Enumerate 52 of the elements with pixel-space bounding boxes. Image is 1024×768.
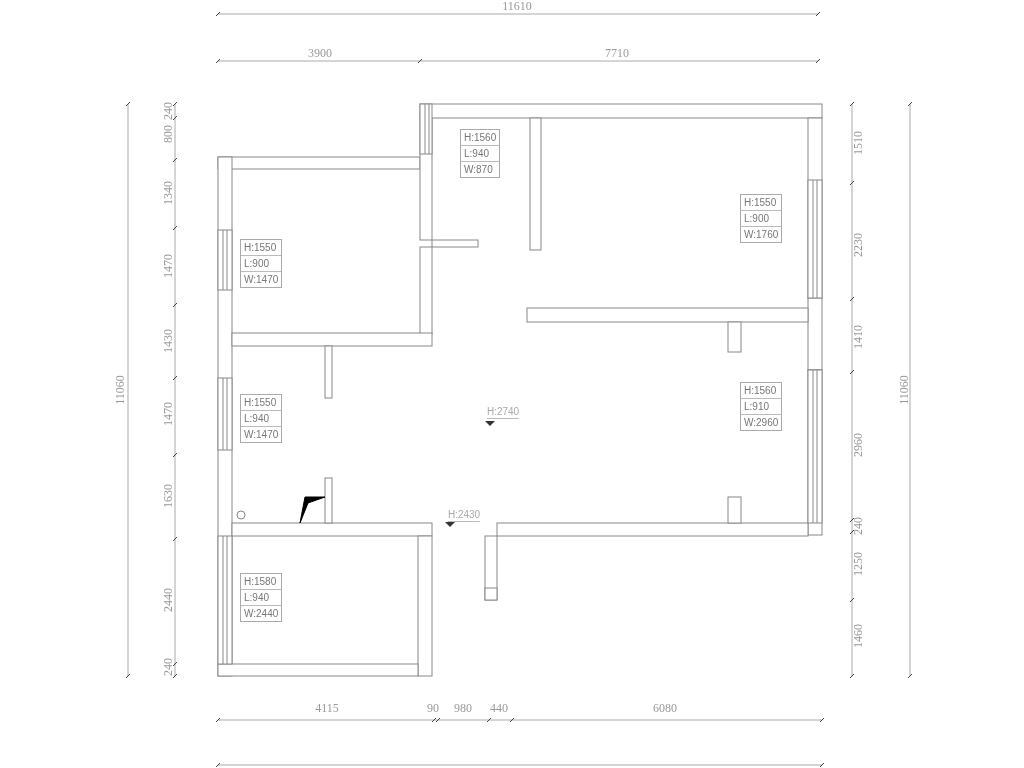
dimension-text: 7710 <box>605 46 629 60</box>
spec-row: H:1580 <box>241 574 282 590</box>
dimension-text: 2960 <box>851 433 865 457</box>
dimension-text: 11610 <box>502 0 532 13</box>
dimension-text: 2230 <box>851 233 865 257</box>
window-spec-table <box>740 194 783 243</box>
spec-row: L:900 <box>741 211 782 227</box>
spec-row-text: W:870 <box>463 163 494 177</box>
dimension-text: 4115 <box>315 701 339 715</box>
spec-row-text: W:2440 <box>243 607 280 621</box>
dimension-text: 3900 <box>308 46 332 60</box>
dimension-text: 11060 <box>897 375 911 405</box>
dimension-text: 440 <box>490 701 508 715</box>
dimension-text: 1460 <box>851 624 865 648</box>
spec-row: H:1560 <box>741 383 782 399</box>
spec-row: H:1560 <box>461 130 500 146</box>
spec-row: L:940 <box>461 146 500 162</box>
dimension-text: 1340 <box>161 181 175 205</box>
spec-row: H:1550 <box>241 395 282 411</box>
dimension-text: 11060 <box>113 375 127 405</box>
dimension-text: 1510 <box>851 131 865 155</box>
window-spec-table <box>740 382 783 431</box>
dimension-text: 6080 <box>653 701 677 715</box>
window-spec-table <box>460 129 501 178</box>
spec-row: H:1550 <box>241 240 282 256</box>
dimension-text: 980 <box>454 701 472 715</box>
spec-row: L:900 <box>241 256 282 272</box>
window-spec-table <box>240 394 283 443</box>
dimension-text: 800 <box>161 125 175 143</box>
dimension-text: 90 <box>427 701 439 715</box>
spec-row: L:940 <box>241 590 282 606</box>
dimension-text: 1470 <box>161 402 175 426</box>
dimension-text: 1250 <box>851 552 865 576</box>
ceiling-height-text: H:2740 <box>486 405 520 419</box>
dimension-text: 240 <box>161 658 175 676</box>
spec-row-text: W:2960 <box>743 416 780 430</box>
window-spec-table <box>240 239 283 288</box>
dimension-text: 1630 <box>161 484 175 508</box>
dimension-text: 1410 <box>851 325 865 349</box>
ceiling-height-text: H:2430 <box>447 508 481 522</box>
spec-row: L:910 <box>741 399 782 415</box>
window-spec-table <box>240 573 283 622</box>
spec-row: H:1550 <box>741 195 782 211</box>
dimension-text: 2440 <box>161 588 175 612</box>
dimension-text: 240 <box>161 102 175 120</box>
spec-row: L:940 <box>241 411 282 427</box>
dimension-text: 240 <box>851 517 865 535</box>
spec-row-text: W:1760 <box>743 228 780 242</box>
dimension-text: 1470 <box>161 254 175 278</box>
spec-row-text: W:1470 <box>243 428 280 442</box>
spec-row-text: W:1470 <box>243 273 280 287</box>
dimension-text: 1430 <box>161 329 175 353</box>
